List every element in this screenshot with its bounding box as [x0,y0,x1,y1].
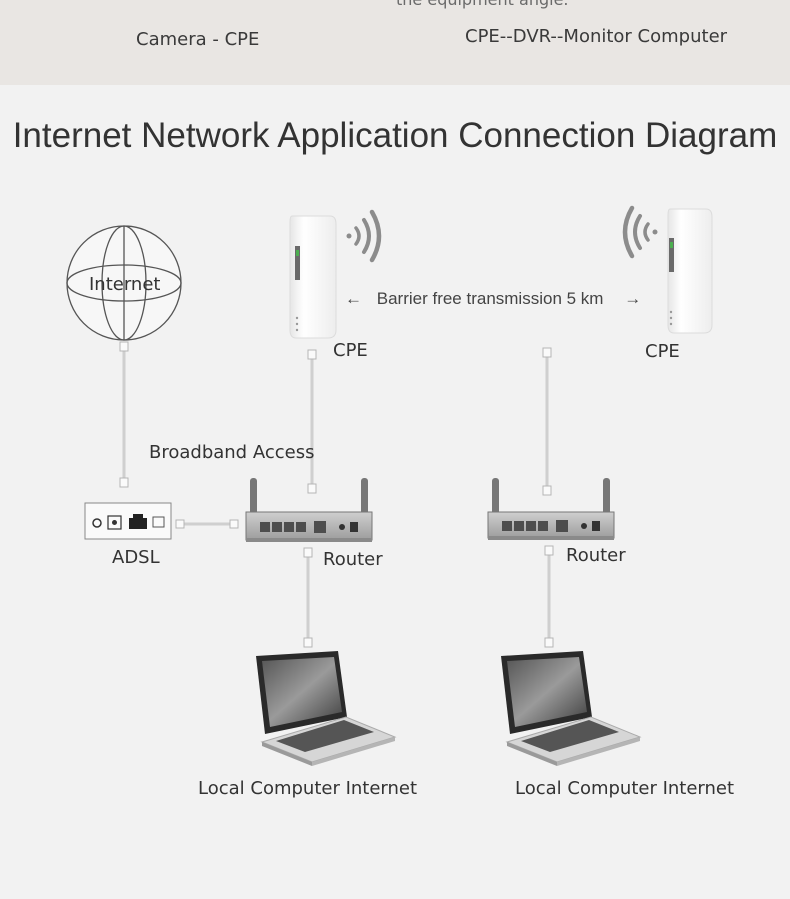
cables [122,350,551,645]
wifi-signal-right-icon [346,209,382,263]
cut-off-text: the equipment angle. [396,0,569,9]
computer-right-label: Local Computer Internet [515,778,735,799]
arrow-right-icon: → [624,289,642,308]
cpe-right-device-icon [667,208,713,334]
transmission-label: Barrier free transmission 5 km [376,289,604,308]
internet-globe-icon [66,225,182,341]
cpe-left-device-icon [289,215,337,339]
caption-camera-cpe: Camera - CPE [136,29,260,50]
wifi-signal-left-icon [622,205,658,259]
top-caption-band: the equipment angle. Camera - CPE CPE--D… [0,0,790,85]
computer-left-label: Local Computer Internet [198,778,418,799]
laptop-left-icon [256,651,397,766]
transmission-label-row: ← Barrier free transmission 5 km → [345,289,641,309]
adsl-label: ADSL [112,547,160,568]
diagram-title: Internet Network Application Connection … [12,116,778,155]
caption-cpe-dvr-monitor: CPE--DVR--Monitor Computer [465,26,728,47]
laptop-right-icon [501,651,642,766]
adsl-modem-icon [84,502,172,540]
router-left-icon [245,478,373,542]
broadband-access-label: Broadband Access [149,442,315,463]
cpe-left-label: CPE [333,340,368,361]
router-left-label: Router [323,549,383,570]
cable-connectors [119,341,554,648]
router-right-icon [487,478,615,540]
internet-label: Internet [89,274,161,295]
arrow-left-icon: ← [345,289,362,308]
cpe-right-label: CPE [645,341,680,362]
router-right-label: Router [566,545,626,566]
